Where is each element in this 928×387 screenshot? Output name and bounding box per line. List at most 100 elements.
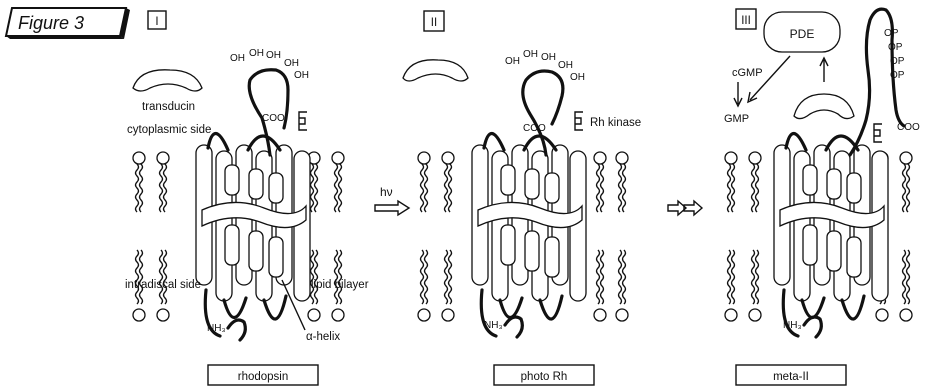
cytoplasmic-loop xyxy=(786,133,806,150)
caption-rhodopsin: rhodopsin xyxy=(208,365,318,385)
lipid-molecule xyxy=(616,152,628,212)
n-terminus-3: NH₃ xyxy=(783,317,821,337)
svg-text:OH: OH xyxy=(541,52,556,63)
svg-text:OP: OP xyxy=(890,56,905,67)
pde-catalysis-arrow xyxy=(748,56,790,102)
label-pde: PDE xyxy=(790,27,815,41)
svg-text:OP: OP xyxy=(888,42,903,53)
label-rh-kinase: Rh kinase xyxy=(590,117,641,129)
svg-text:OH: OH xyxy=(284,58,299,69)
label-cytoplasmic-side: cytoplasmic side xyxy=(127,124,211,136)
coo-label-3: COO xyxy=(897,122,920,133)
label-gmp: GMP xyxy=(724,113,749,125)
svg-text:NH₃: NH₃ xyxy=(783,320,802,331)
lipid-molecule xyxy=(900,152,912,212)
helix-segment xyxy=(501,225,515,265)
coo-label-2: COO xyxy=(523,123,546,134)
rh-kinase-bracket-2 xyxy=(575,112,583,130)
label-lipid-bilayer: lipid bilayer xyxy=(311,279,369,291)
helix-segment xyxy=(249,169,263,199)
label-hv: hν xyxy=(380,185,393,199)
label-transducin: transducin xyxy=(142,101,195,113)
svg-text:OP: OP xyxy=(884,28,899,39)
label-cgmp: cGMP xyxy=(732,67,763,79)
lipid-molecule xyxy=(725,152,737,212)
lipid-molecule xyxy=(157,152,169,212)
pde-box: PDE xyxy=(764,12,840,52)
figure-label-box: Figure 3 xyxy=(6,8,130,39)
svg-text:rhodopsin: rhodopsin xyxy=(238,371,289,383)
rh-kinase-bracket-1 xyxy=(299,112,307,130)
svg-text:OP: OP xyxy=(890,70,905,81)
svg-text:OH: OH xyxy=(505,56,520,67)
helix-segment xyxy=(847,237,861,277)
panel-numeral-1: I xyxy=(148,11,166,29)
helix-segment xyxy=(269,237,283,277)
svg-text:OH: OH xyxy=(266,50,281,61)
transducin-shape-2 xyxy=(403,60,468,81)
lipid-molecule xyxy=(594,152,606,212)
cytoplasmic-loop xyxy=(248,136,280,150)
helix-segment xyxy=(827,231,841,271)
lipid-molecule xyxy=(442,152,454,212)
transducin-shape-3 xyxy=(794,94,854,119)
panel-numeral-2: II xyxy=(424,11,444,31)
svg-text:NH₃: NH₃ xyxy=(207,323,226,334)
transducin-shape-1 xyxy=(133,70,202,91)
figure-label: Figure 3 xyxy=(18,13,84,33)
helix-segment xyxy=(225,225,239,265)
lipid-molecule xyxy=(749,152,761,212)
rh-kinase-bracket-3 xyxy=(874,124,882,142)
rhodopsin-helix-bundle xyxy=(774,133,888,336)
helix-segment xyxy=(249,231,263,271)
svg-text:OH: OH xyxy=(570,72,585,83)
caption-meta-ii: meta-II xyxy=(736,365,846,385)
helix-segment xyxy=(525,169,539,199)
helix-segment xyxy=(803,165,817,195)
helix-segment xyxy=(269,173,283,203)
lipid-molecule xyxy=(900,250,912,321)
panel-numeral-3: III xyxy=(736,9,756,29)
op-groups: OP OP OP OP xyxy=(884,28,905,81)
lipid-molecule xyxy=(594,250,606,321)
svg-text:I: I xyxy=(155,16,158,28)
lipid-molecule xyxy=(418,152,430,212)
lipid-molecule xyxy=(418,250,430,321)
helix-segment xyxy=(225,165,239,195)
lipid-molecule xyxy=(749,250,761,321)
rhodopsin-helix-bundle xyxy=(196,133,310,336)
helix-segment xyxy=(827,169,841,199)
lipid-molecule xyxy=(725,250,737,321)
helix-segment xyxy=(847,173,861,203)
svg-text:OH: OH xyxy=(558,60,573,71)
n-terminus-1: NH₃ xyxy=(207,320,245,340)
svg-text:OH: OH xyxy=(523,49,538,60)
lipid-molecule xyxy=(332,152,344,212)
helix-segment xyxy=(545,237,559,277)
oh-groups-1: OH OH OH OH OH xyxy=(230,48,309,81)
cytoplasmic-loop xyxy=(484,133,504,150)
cgmp-to-gmp-arrow xyxy=(734,82,742,106)
svg-text:photo Rh: photo Rh xyxy=(521,371,568,383)
hv-arrow xyxy=(375,201,409,215)
svg-text:III: III xyxy=(741,15,751,27)
svg-text:meta-II: meta-II xyxy=(773,371,809,383)
svg-text:II: II xyxy=(431,17,437,29)
lipid-molecule xyxy=(442,250,454,321)
transition-arrows xyxy=(668,201,702,215)
cytoplasmic-loop xyxy=(524,136,556,150)
svg-text:NH₃: NH₃ xyxy=(484,320,503,331)
coo-label-1: COO xyxy=(262,113,285,124)
label-alpha-helix: α-helix xyxy=(306,331,340,343)
svg-text:OH: OH xyxy=(249,48,264,59)
label-intradiscal-side: intradiscal side xyxy=(125,279,201,291)
helix-segment xyxy=(501,165,515,195)
helix-segment xyxy=(525,231,539,271)
rhodopsin-helix-bundle xyxy=(472,133,586,336)
lipid-molecule xyxy=(616,250,628,321)
svg-text:OH: OH xyxy=(230,53,245,64)
helix-segment xyxy=(545,173,559,203)
lipid-molecule xyxy=(133,152,145,212)
transducin-to-pde-arrow xyxy=(820,58,828,82)
